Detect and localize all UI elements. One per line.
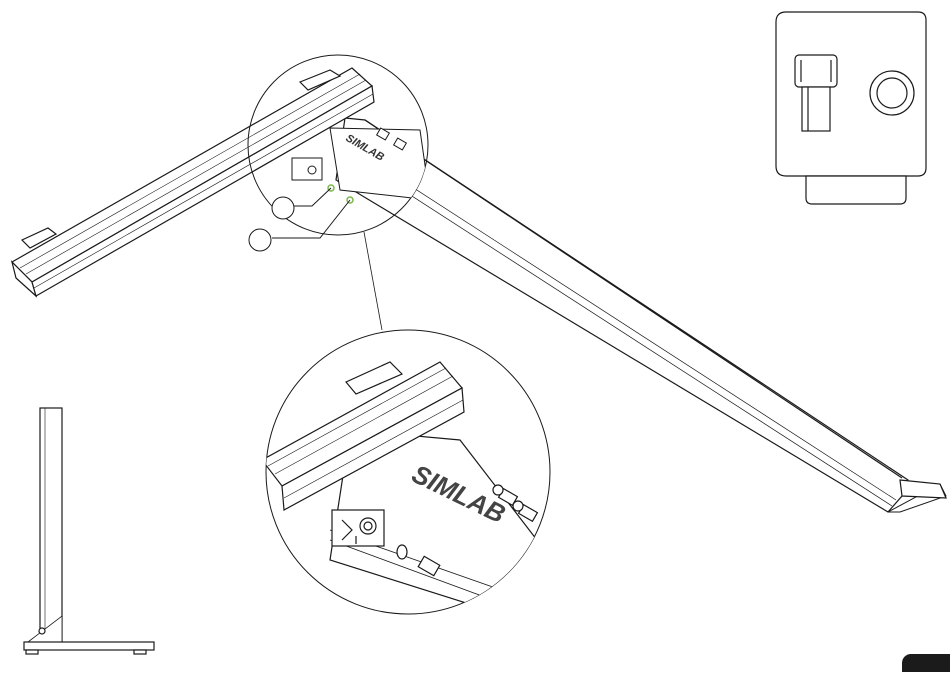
hardware-inset: [776, 12, 926, 204]
zoom-connector-left: [364, 232, 382, 330]
page-corner-tab: [902, 654, 950, 672]
upright-profile: [12, 68, 374, 296]
side-view: [24, 408, 154, 654]
detail-circle-zoom: SIMLAB: [262, 330, 560, 620]
callout-1: [272, 188, 331, 219]
washer-icon: [870, 71, 914, 115]
callout-2: [249, 200, 350, 251]
